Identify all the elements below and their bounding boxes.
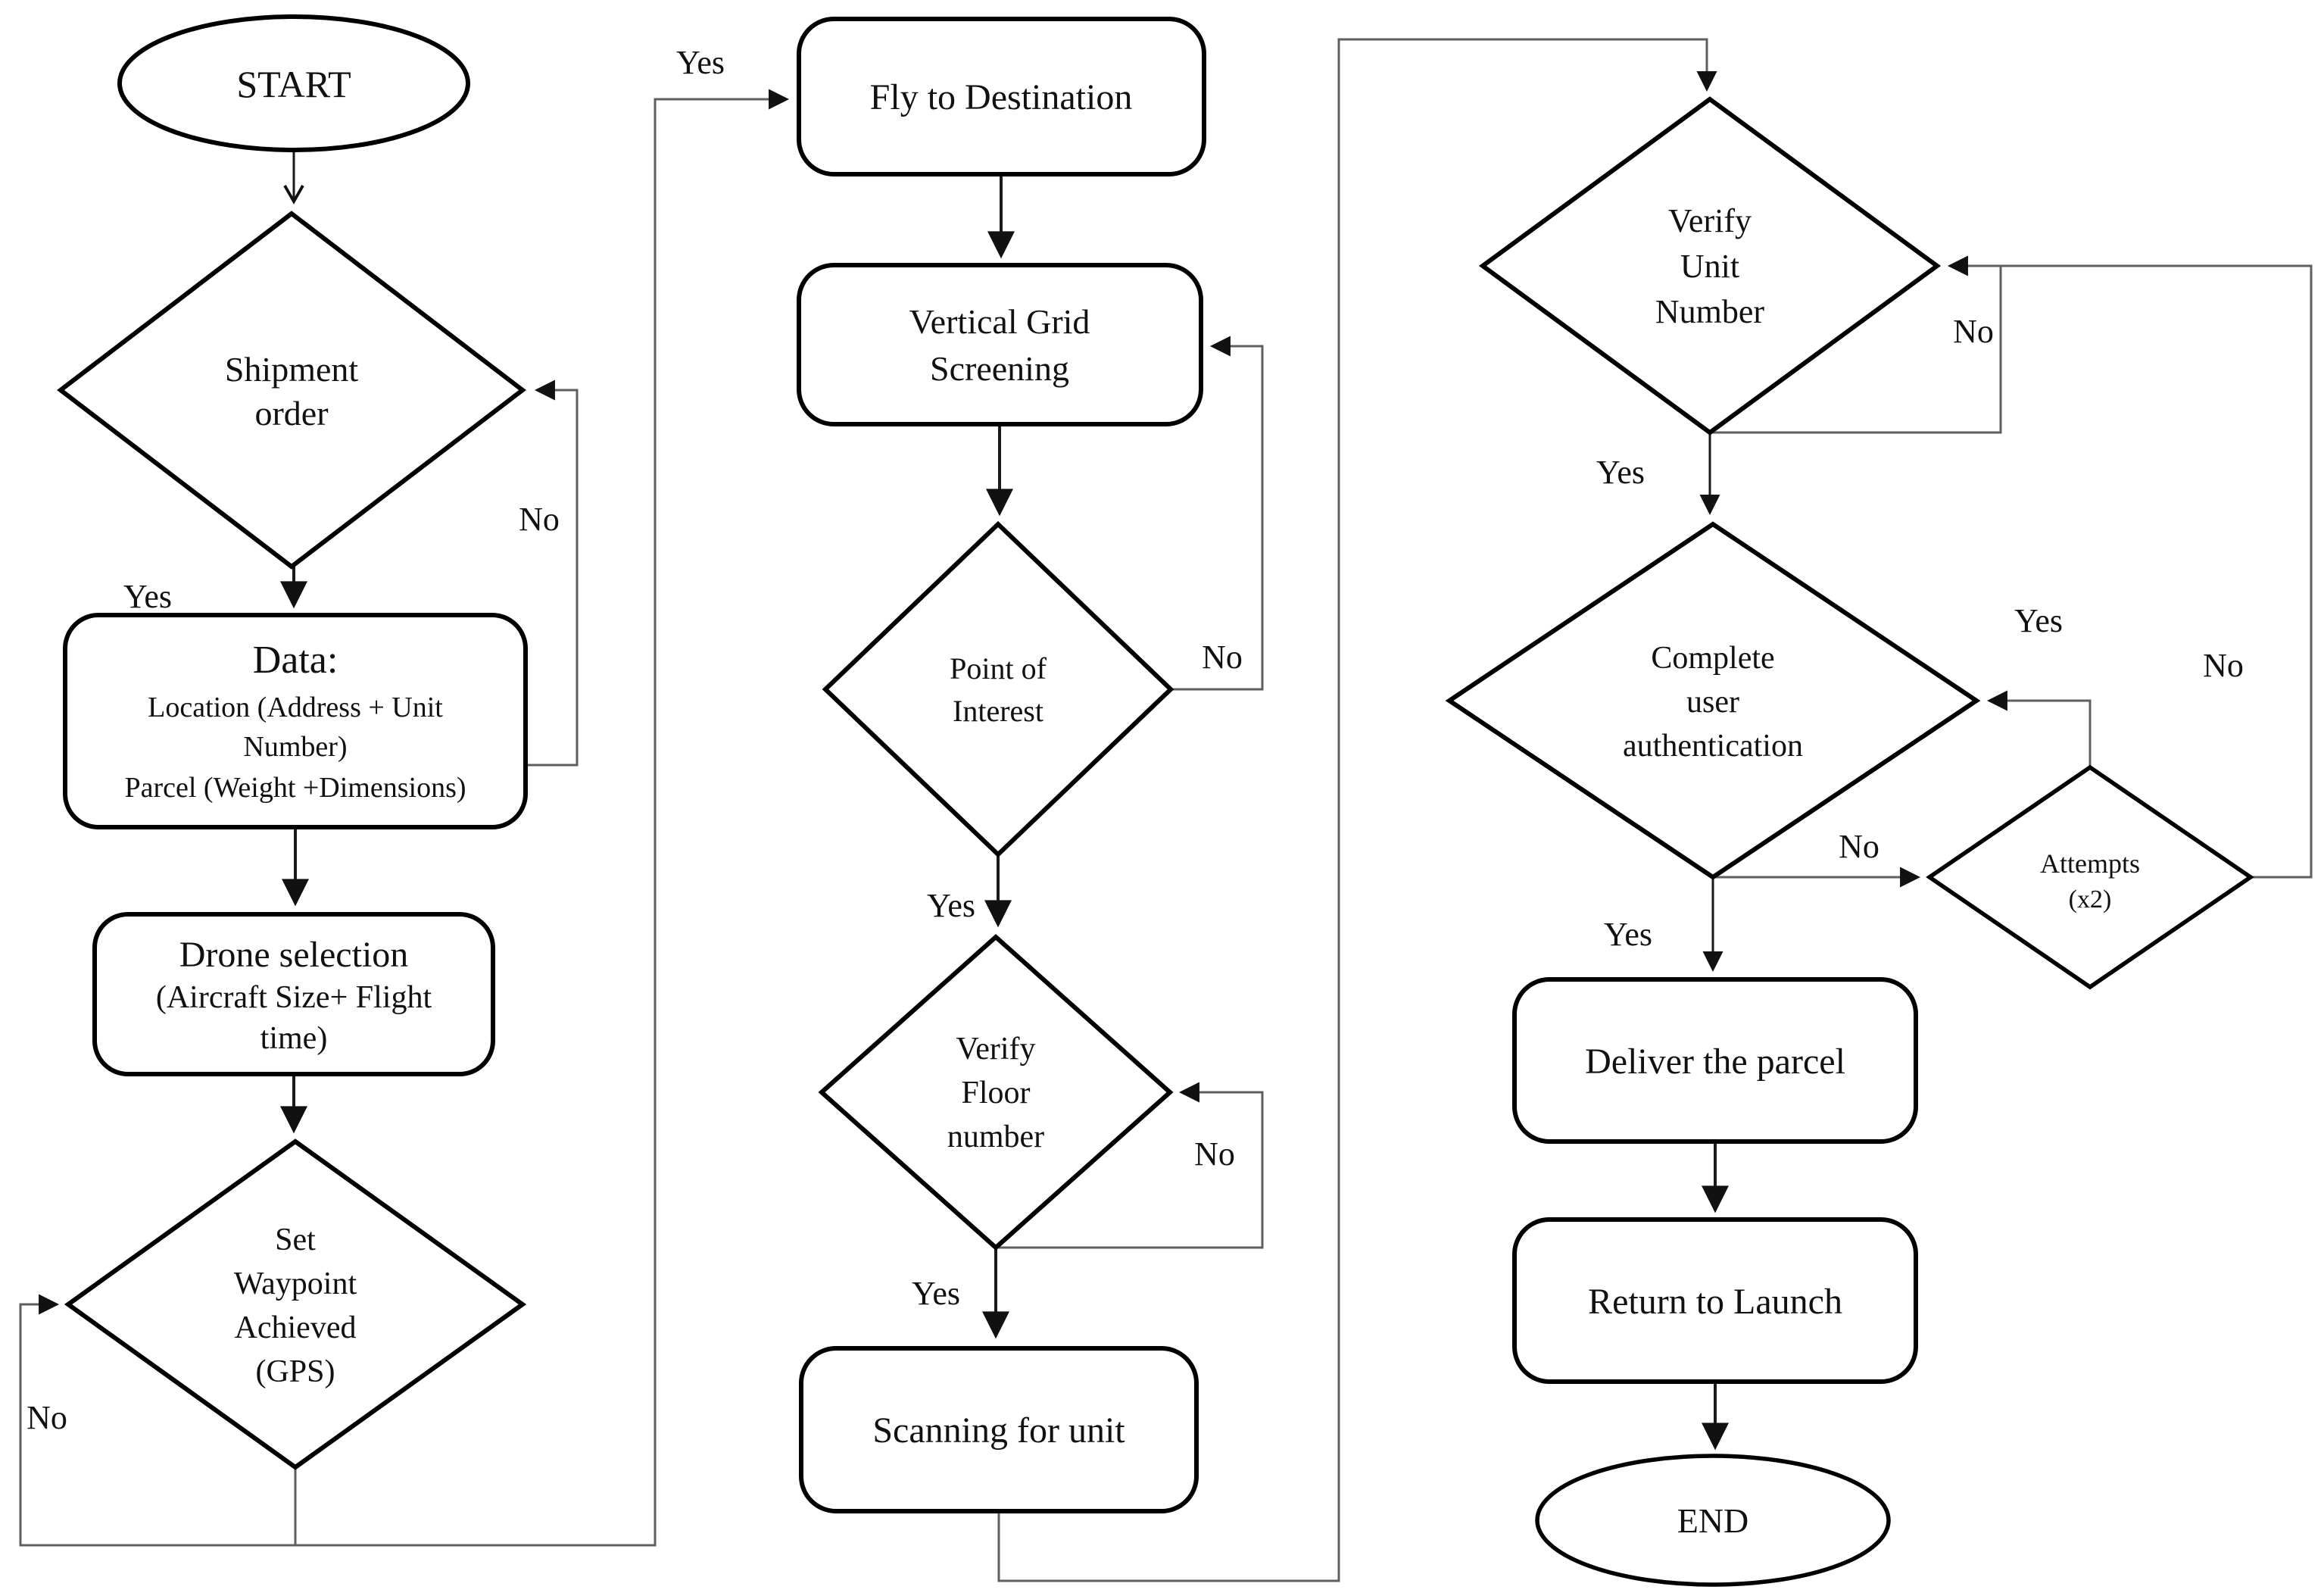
node-label-line: Data: <box>253 639 338 682</box>
node-label-line: Point of <box>950 651 1047 686</box>
process-shape-drone-selection <box>92 912 495 1076</box>
node-label-line: Waypoint <box>234 1266 357 1301</box>
node-label-line: Unit <box>1680 248 1739 285</box>
edge-data-no-to-shipment <box>526 379 579 767</box>
process-shape-vertical-grid-screening <box>797 263 1203 426</box>
edge-label-floor-yes: Yes <box>912 1275 960 1312</box>
decision-shape-attempts <box>1926 764 2254 990</box>
node-label-line: user <box>1686 685 1739 720</box>
edge-attempts-no-to-verifyunit <box>1947 255 2313 879</box>
decision-shape-verify-unit-number <box>1478 96 1942 436</box>
edge-label-waypoint-yes: Yes <box>676 44 725 81</box>
terminator-shape-end <box>1535 1454 1891 1587</box>
node-label-line: time) <box>260 1021 328 1056</box>
node-label-line: Fly to Destination <box>870 77 1133 117</box>
edge-verifyunit-no-selfloop <box>1710 266 2002 434</box>
decision-shape-verify-floor <box>818 933 1174 1251</box>
node-drone-selection: Drone selection (Aircraft Size+ Flight t… <box>92 912 495 1076</box>
node-label-line: Shipment <box>225 350 359 389</box>
node-label-line: Set <box>275 1223 316 1257</box>
node-label-line: (x2) <box>2069 885 2112 914</box>
edge-label-verifyunit-yes: Yes <box>1596 454 1645 491</box>
edge-label-poi-yes: Yes <box>927 887 975 924</box>
node-return-to-launch: Return to Launch <box>1512 1217 1918 1384</box>
node-label-line: number <box>947 1120 1044 1154</box>
node-label-line: Drone selection <box>179 935 409 975</box>
node-label-line: Number) <box>243 731 347 763</box>
process-shape-deliver-parcel <box>1512 977 1918 1144</box>
edge-label-attempts-no: No <box>2203 647 2244 684</box>
node-label-line: END <box>1677 1501 1749 1540</box>
node-label-line: Complete <box>1651 641 1774 676</box>
node-verify-floor: Verify Floor number <box>818 933 1174 1251</box>
edge-label-attempts-yes: Yes <box>2014 602 2063 639</box>
node-label-line: Location (Address + Unit <box>148 692 443 723</box>
node-label-line: Achieved <box>235 1310 357 1345</box>
edge-floor-no-selfloop <box>996 1082 1264 1249</box>
process-shape-scanning-for-unit <box>799 1346 1199 1513</box>
process-shape-fly-to-destination <box>797 17 1206 176</box>
node-label-line: Verify <box>956 1032 1036 1067</box>
decision-shape-complete-user-authentication <box>1445 521 1981 880</box>
edge-label-verifyunit-no: No <box>1953 313 1994 350</box>
node-complete-user-authentication: Complete user authentication <box>1445 521 1981 880</box>
node-label-line: (Aircraft Size+ Flight <box>156 980 432 1015</box>
edge-label-data-no: No <box>519 501 560 538</box>
node-label-line: Floor <box>961 1076 1030 1110</box>
node-attempts: Attempts (x2) <box>1926 764 2254 990</box>
edge-attempts-yes-to-auth <box>1986 690 2092 767</box>
edge-poi-no-to-vgs <box>1171 336 1264 691</box>
decision-shape-set-waypoint <box>64 1138 527 1470</box>
node-shipment-order: Shipment order <box>57 211 526 570</box>
decision-shape-point-of-interest <box>822 520 1174 858</box>
node-label-line: Screening <box>930 349 1069 388</box>
node-fly-to-destination: Fly to Destination <box>797 17 1206 176</box>
edge-label-poi-no: No <box>1202 639 1243 676</box>
node-point-of-interest: Point of Interest <box>822 520 1174 858</box>
node-label-line: Number <box>1655 293 1765 330</box>
node-label-line: START <box>236 63 351 105</box>
node-label-line: Interest <box>953 694 1043 728</box>
node-data: Data: Location (Address + Unit Number) P… <box>63 613 528 829</box>
node-label-line: (GPS) <box>255 1354 335 1389</box>
edge-scanning-to-verifyunit <box>997 38 1717 1582</box>
node-label-line: Vertical Grid <box>909 302 1090 341</box>
terminator-shape-start <box>117 14 470 152</box>
edge-waypoint-no-selfloop <box>19 1294 297 1547</box>
edge-label-floor-no: No <box>1194 1135 1235 1173</box>
node-label-line: Scanning for unit <box>872 1410 1125 1451</box>
node-set-waypoint: Set Waypoint Achieved (GPS) <box>64 1138 527 1470</box>
node-label-line: Verify <box>1668 202 1752 239</box>
node-label-line: Parcel (Weight +Dimensions) <box>124 772 466 804</box>
node-label-line: Return to Launch <box>1588 1282 1842 1322</box>
node-label-line: Deliver the parcel <box>1585 1042 1845 1082</box>
process-shape-data <box>63 613 528 829</box>
node-label-line: authentication <box>1623 729 1803 764</box>
edge-waypoint-yes-to-fly <box>295 89 790 1547</box>
process-shape-return-to-launch <box>1512 1217 1918 1384</box>
node-label-line: Attempts <box>2040 848 2140 879</box>
node-vertical-grid-screening: Vertical Grid Screening <box>797 263 1203 426</box>
edge-label-auth-yes: Yes <box>1604 916 1652 953</box>
node-deliver-parcel: Deliver the parcel <box>1512 977 1918 1144</box>
edge-label-shipment-yes: Yes <box>123 578 172 615</box>
node-verify-unit-number: Verify Unit Number <box>1478 96 1942 436</box>
node-label-line: order <box>254 394 328 433</box>
node-end: END <box>1535 1454 1891 1587</box>
node-scanning-for-unit: Scanning for unit <box>799 1346 1199 1513</box>
edge-label-auth-no: No <box>1839 828 1879 865</box>
edge-label-waypoint-no: No <box>27 1399 67 1436</box>
decision-shape-shipment-order <box>57 211 526 570</box>
node-start: START <box>117 14 470 152</box>
